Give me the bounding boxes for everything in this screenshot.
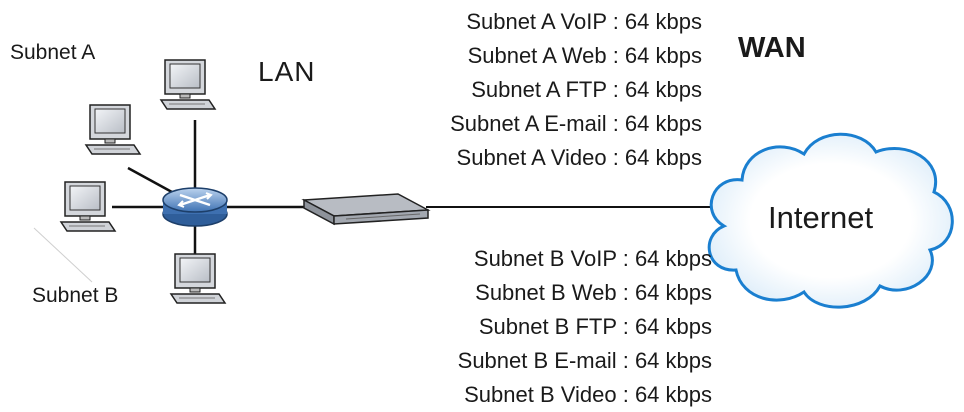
subnet-a-policy-list: Subnet A VoIP : 64 kbps Subnet A Web : 6… [450,5,702,175]
policy-item: Subnet A Web : 64 kbps [467,43,702,68]
policy-item: Subnet B Video : 64 kbps [464,382,712,407]
subnet-b-label: Subnet B [32,284,119,307]
policy-item: Subnet B FTP : 64 kbps [478,314,712,339]
policy-item: Subnet B VoIP : 64 kbps [473,246,712,271]
cloud-icon [707,132,954,309]
lan-label: LAN [258,56,316,87]
policy-item: Subnet A E-mail : 64 kbps [450,111,702,136]
subnet-b-policy-list: Subnet B VoIP : 64 kbps Subnet B Web : 6… [458,242,712,412]
router-icon [162,187,228,227]
computer-icon [160,59,216,110]
wan-label: WAN [738,32,806,64]
subnet-b-divider [33,227,93,283]
policy-item: Subnet A Video : 64 kbps [456,145,702,170]
subnet-a-label: Subnet A [10,41,96,64]
computer-icon [170,253,226,304]
policy-item: Subnet A FTP : 64 kbps [471,77,702,102]
policy-item: Subnet B E-mail : 64 kbps [457,348,712,373]
policy-item: Subnet A VoIP : 64 kbps [466,9,702,34]
computer-icon [60,181,116,232]
computer-icon [85,104,141,155]
internet-label: Internet [768,200,874,235]
firewall-device-icon [301,193,431,226]
policy-item: Subnet B Web : 64 kbps [475,280,712,305]
